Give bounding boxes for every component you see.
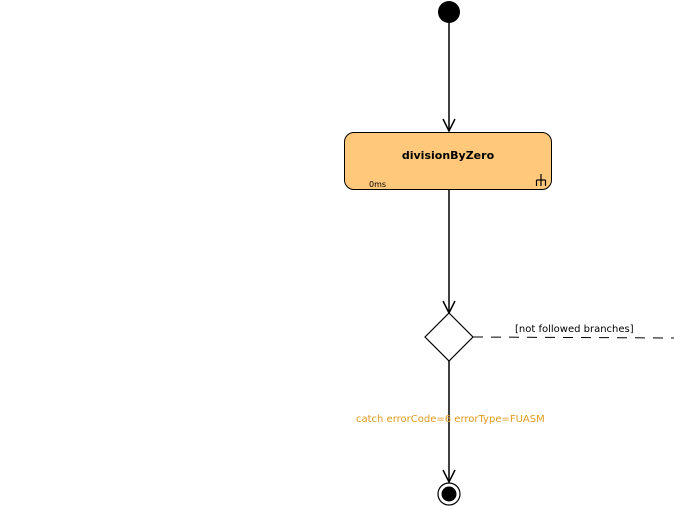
action-division-by-zero[interactable]: divisionByZero 0ms: [344, 132, 552, 190]
arrowhead-decision-to-final: [442, 469, 456, 484]
action-name: divisionByZero: [401, 149, 495, 162]
action-duration: 0ms: [369, 180, 387, 189]
initial-node[interactable]: [438, 1, 460, 23]
edge-not-followed[interactable]: [472, 336, 674, 339]
decision-node[interactable]: [424, 312, 474, 362]
call-behavior-fork-icon: [535, 174, 547, 186]
guard-condition-label: catch errorCode=6 errorType=FUASM: [356, 414, 545, 425]
arrowhead-initial-to-action: [442, 118, 456, 133]
final-node-dot: [441, 486, 457, 502]
not-followed-branches-label: [not followed branches]: [515, 324, 634, 335]
